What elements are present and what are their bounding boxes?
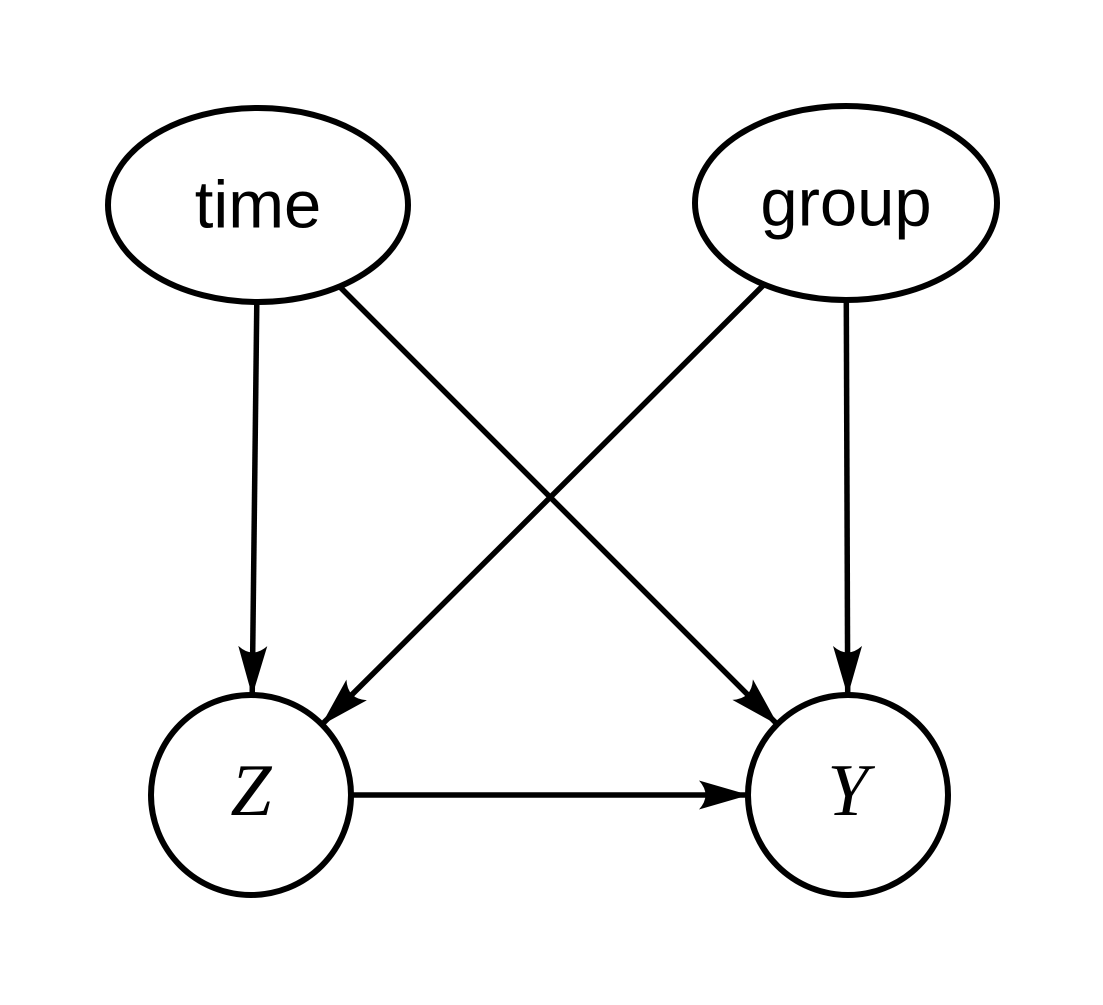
- node-time-outline: [105, 105, 411, 305]
- node-label-Y: Y: [827, 750, 875, 832]
- edge-time-to-Y: [337, 284, 780, 727]
- edge-layer: [238, 282, 863, 810]
- node-Y: Y: [745, 692, 951, 898]
- edge-group-to-Z: [319, 282, 767, 727]
- edge-time-to-Z: [238, 301, 268, 696]
- node-Z-outline: [148, 692, 354, 898]
- node-time: time: [105, 105, 411, 305]
- node-Z: Z: [148, 692, 354, 898]
- node-label-Z: Z: [230, 750, 272, 832]
- node-label-group: group: [760, 166, 931, 241]
- node-label-time: time: [195, 168, 322, 243]
- node-Y-outline: [745, 692, 951, 898]
- edge-group-to-Y: [833, 299, 863, 696]
- node-group: group: [692, 103, 1000, 303]
- node-group-outline: [692, 103, 1000, 303]
